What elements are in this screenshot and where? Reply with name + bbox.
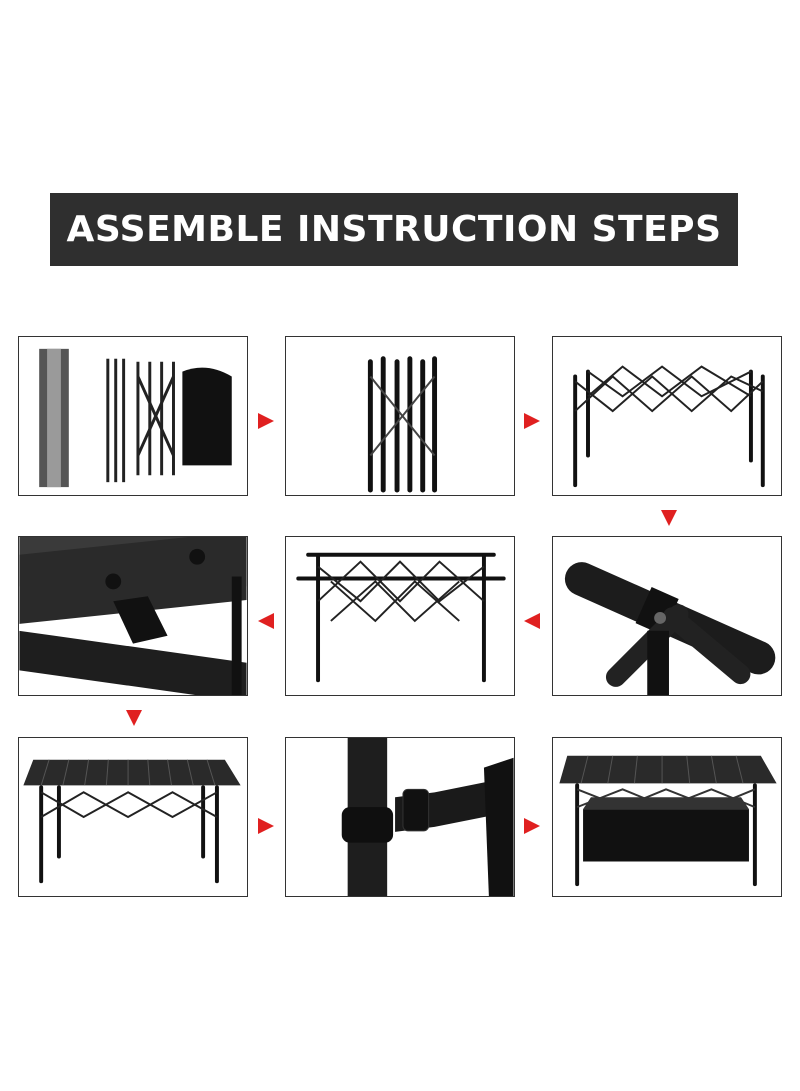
arrow-left-icon <box>258 613 274 629</box>
arrow-down-icon <box>126 710 142 726</box>
step-6-rail-clip-closeup-image <box>18 536 248 696</box>
arrow-down-icon <box>661 510 677 526</box>
banner-title: ASSEMBLE INSTRUCTION STEPS <box>66 209 722 250</box>
step-5-frame-with-rails-image <box>285 536 515 696</box>
arrow-right-icon <box>524 818 540 834</box>
step-2-folded-frame-image <box>285 336 515 496</box>
step-1-parts-image <box>18 336 248 496</box>
arrow-right-icon <box>258 413 274 429</box>
step-4-tube-joint-closeup-image <box>552 536 782 696</box>
arrow-right-icon <box>524 413 540 429</box>
arrow-left-icon <box>524 613 540 629</box>
arrow-right-icon <box>258 818 274 834</box>
step-9-storage-net-image <box>552 737 782 897</box>
step-7-table-top-image <box>18 737 248 897</box>
step-3-expanded-frame-image <box>552 336 782 496</box>
step-8-strap-buckle-closeup-image <box>285 737 515 897</box>
title-banner: ASSEMBLE INSTRUCTION STEPS <box>50 193 738 266</box>
